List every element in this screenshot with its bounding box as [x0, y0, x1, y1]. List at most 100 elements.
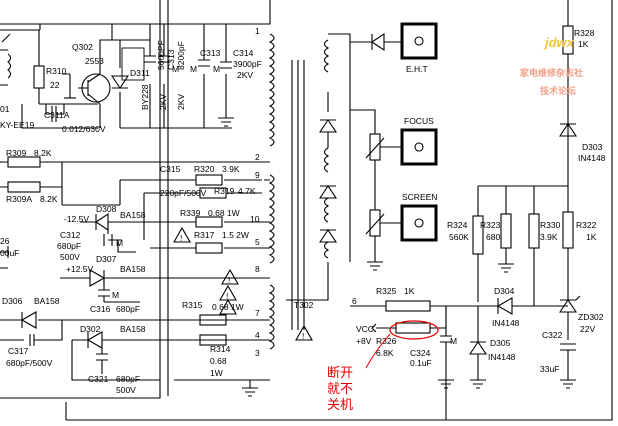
r325-value: 1K — [404, 286, 415, 296]
r309a-label: R309A — [6, 194, 32, 204]
c312-label: C312 — [60, 230, 81, 240]
r326-resistor — [395, 322, 431, 334]
focus-terminal-icon — [414, 142, 424, 152]
watermark-line-1: 家电维修杂志社 — [520, 67, 583, 78]
left-bottom-section — [0, 0, 262, 399]
r319-value: 4.7K — [238, 186, 256, 196]
d306-diode — [20, 311, 37, 329]
m-label-f: M — [450, 336, 457, 346]
n26-label: 26 — [0, 236, 10, 246]
c324-label: C324 — [410, 348, 431, 358]
q302-part: 2553 — [85, 56, 104, 66]
r314-watt: 1W — [210, 368, 223, 378]
r328-value: 1K — [578, 39, 589, 49]
r328-label: R328 — [574, 28, 595, 38]
left-bottom-labels: D306 BA158 R315 0.68 1W C317 680pF/500V … — [2, 296, 244, 395]
pin-5: 5 — [255, 237, 260, 247]
hv-outputs: E.H.T FOCUS SCREEN — [350, 22, 438, 271]
r325-resistor — [385, 300, 431, 312]
pin-2: 2 — [255, 152, 260, 162]
d305-label: D305 — [490, 338, 511, 348]
r323-value: 680 — [486, 232, 500, 242]
c322-label: C322 — [542, 330, 563, 340]
c321-label: C321 — [88, 374, 109, 384]
r319-resistor — [199, 187, 227, 199]
pin-7: 7 — [255, 308, 260, 318]
c324-value: 0.1uF — [410, 358, 432, 368]
d304-part: IN4148 — [492, 318, 520, 328]
eht-terminal-icon — [414, 36, 424, 46]
n00uf-label: 00uF — [0, 248, 19, 258]
focus-pot — [369, 133, 381, 161]
watermark: jdwx 家电维修杂志社 技术论坛 — [520, 35, 583, 96]
r317-value: 1.5 2W — [222, 230, 249, 240]
r323-resistor — [500, 213, 512, 249]
d306-part: BA158 — [34, 296, 60, 306]
screen-terminal-icon — [414, 218, 424, 228]
r322-value: 1K — [586, 232, 597, 242]
r317-resistor — [195, 242, 223, 254]
c317-label: C317 — [8, 346, 29, 356]
r339-value: 0.68 1W — [208, 208, 240, 218]
zd302-value: 22V — [580, 324, 595, 334]
svg-text:!: ! — [226, 291, 228, 301]
m-label-a: M — [172, 64, 179, 74]
d304-diode — [496, 297, 513, 315]
svg-text:!: ! — [180, 233, 182, 243]
c313-value-vert: 8200pF — [176, 41, 186, 70]
c311a-value: 0.012/630V — [62, 124, 106, 134]
right-section — [65, 0, 613, 421]
pin-6: 6 — [352, 296, 357, 306]
screen-label: SCREEN — [402, 192, 437, 202]
c315-value: 220pF/500V — [160, 188, 207, 198]
c312-value: 680pF — [57, 241, 81, 251]
m-label-c: M — [213, 64, 220, 74]
r314-value: 0.68 — [210, 356, 227, 366]
c321-value: 680pF — [116, 374, 140, 384]
r320-resistor — [195, 174, 223, 186]
r309a-resistor — [7, 181, 41, 193]
warning-icons: ! ! ! ! — [173, 226, 313, 341]
c312-voltage: 500V — [60, 252, 80, 262]
zd302-label: ZD302 — [578, 312, 604, 322]
annotation-line-3: 关机 — [327, 397, 353, 412]
r330-resistor — [528, 213, 540, 249]
pin-3: 3 — [255, 348, 260, 358]
r324-label: R324 — [447, 220, 468, 230]
warning-icon: ! — [219, 284, 237, 301]
transformer-labels: 1 2 9 10 5 8 7 4 3 6 T302 — [250, 26, 357, 358]
d304-label: D304 — [494, 286, 515, 296]
watermark-logo: jdwx — [543, 35, 575, 50]
r315-resistor — [199, 314, 227, 326]
warning-icon: ! — [295, 324, 313, 341]
c314-kv: 2KV — [237, 70, 253, 80]
r330-label: R330 — [540, 220, 561, 230]
c313-label-vert: C313 — [166, 49, 176, 70]
r328-resistor — [562, 25, 574, 55]
r314-resistor — [199, 334, 227, 346]
d307-label: D307 — [96, 254, 117, 264]
m-label-b: M — [190, 64, 197, 74]
neg12-label: -12.5V — [64, 214, 89, 224]
t302-label: T302 — [294, 300, 314, 310]
m-label-d: M — [116, 238, 123, 248]
plus8-label: +8V — [356, 336, 372, 346]
vcc-label: VCC — [356, 324, 374, 334]
svg-text:!: ! — [302, 331, 304, 341]
annotation-line-2: 就不 — [327, 381, 353, 396]
eht-terminal — [400, 22, 438, 60]
pin-8: 8 — [255, 264, 260, 274]
r310-label: R310 — [46, 66, 67, 76]
c322-value: 33uF — [540, 364, 559, 374]
r326-label: R326 — [376, 336, 397, 346]
r330-value: 3.9K — [540, 232, 558, 242]
r319-label: R319 — [214, 186, 235, 196]
r317-label: R317 — [194, 230, 215, 240]
d305-part: IN4148 — [488, 352, 516, 362]
r323-label: R323 — [480, 220, 501, 230]
warning-icon: ! — [221, 268, 239, 285]
r339-resistor — [195, 216, 223, 228]
r309-label: R309 — [6, 148, 27, 158]
r320-label: R320 — [194, 164, 215, 174]
